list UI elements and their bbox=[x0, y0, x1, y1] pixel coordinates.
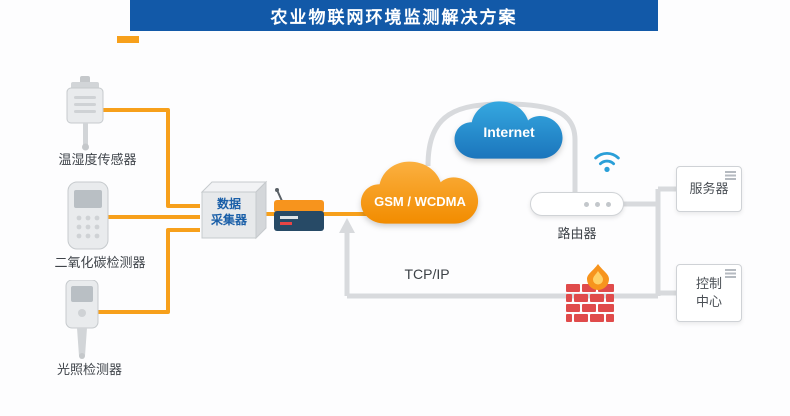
data-collector-label: 数据 采集器 bbox=[210, 197, 247, 228]
data-collector: 数据 采集器 bbox=[196, 178, 268, 242]
server-node: 服务器 bbox=[676, 166, 742, 212]
internet-cloud: Internet bbox=[450, 96, 568, 174]
internet-cloud-label: Internet bbox=[483, 124, 535, 140]
router-led bbox=[606, 201, 611, 207]
light-detector-icon bbox=[65, 280, 99, 359]
co2-detector-label: 二氧化碳检测器 bbox=[54, 255, 146, 270]
router-label: 路由器 bbox=[557, 226, 597, 241]
light-detector-label: 光照检测器 bbox=[56, 362, 122, 377]
data-collector-box-icon bbox=[200, 180, 268, 240]
router-led bbox=[595, 201, 600, 207]
title-bar: 农业物联网环境监测解决方案 bbox=[130, 0, 658, 31]
wire-sensor3-to-collector bbox=[90, 228, 200, 314]
internet-cloud-shape bbox=[454, 101, 563, 159]
co2-detector-icon bbox=[67, 181, 109, 250]
temp-humidity-sensor-icon bbox=[66, 76, 104, 151]
temp-humidity-sensor-label: 温湿度传感器 bbox=[58, 152, 137, 167]
server-label: 服务器 bbox=[689, 181, 729, 197]
gsm-cloud-label: GSM / WCDMA bbox=[374, 194, 466, 209]
tcpip-arrowhead bbox=[339, 218, 355, 233]
router-icon bbox=[530, 192, 624, 216]
wire-sensor1-to-collector bbox=[92, 108, 200, 208]
wifi-icon bbox=[594, 151, 620, 173]
router-led bbox=[584, 201, 589, 207]
gsm-wcdma-cloud: GSM / WCDMA bbox=[356, 156, 484, 240]
page-title: 农业物联网环境监测解决方案 bbox=[270, 8, 518, 27]
orange-accent-dash bbox=[117, 36, 139, 43]
grid-icon bbox=[725, 269, 736, 278]
control-center-label: 控制 中心 bbox=[695, 276, 722, 309]
control-center-node: 控制 中心 bbox=[676, 264, 742, 322]
grid-icon bbox=[725, 171, 736, 180]
firewall-icon bbox=[566, 264, 614, 322]
tcpip-label: TCP/IP bbox=[404, 266, 450, 282]
gsm-modem-icon bbox=[274, 188, 324, 231]
gsm-cloud-shape bbox=[360, 161, 479, 224]
